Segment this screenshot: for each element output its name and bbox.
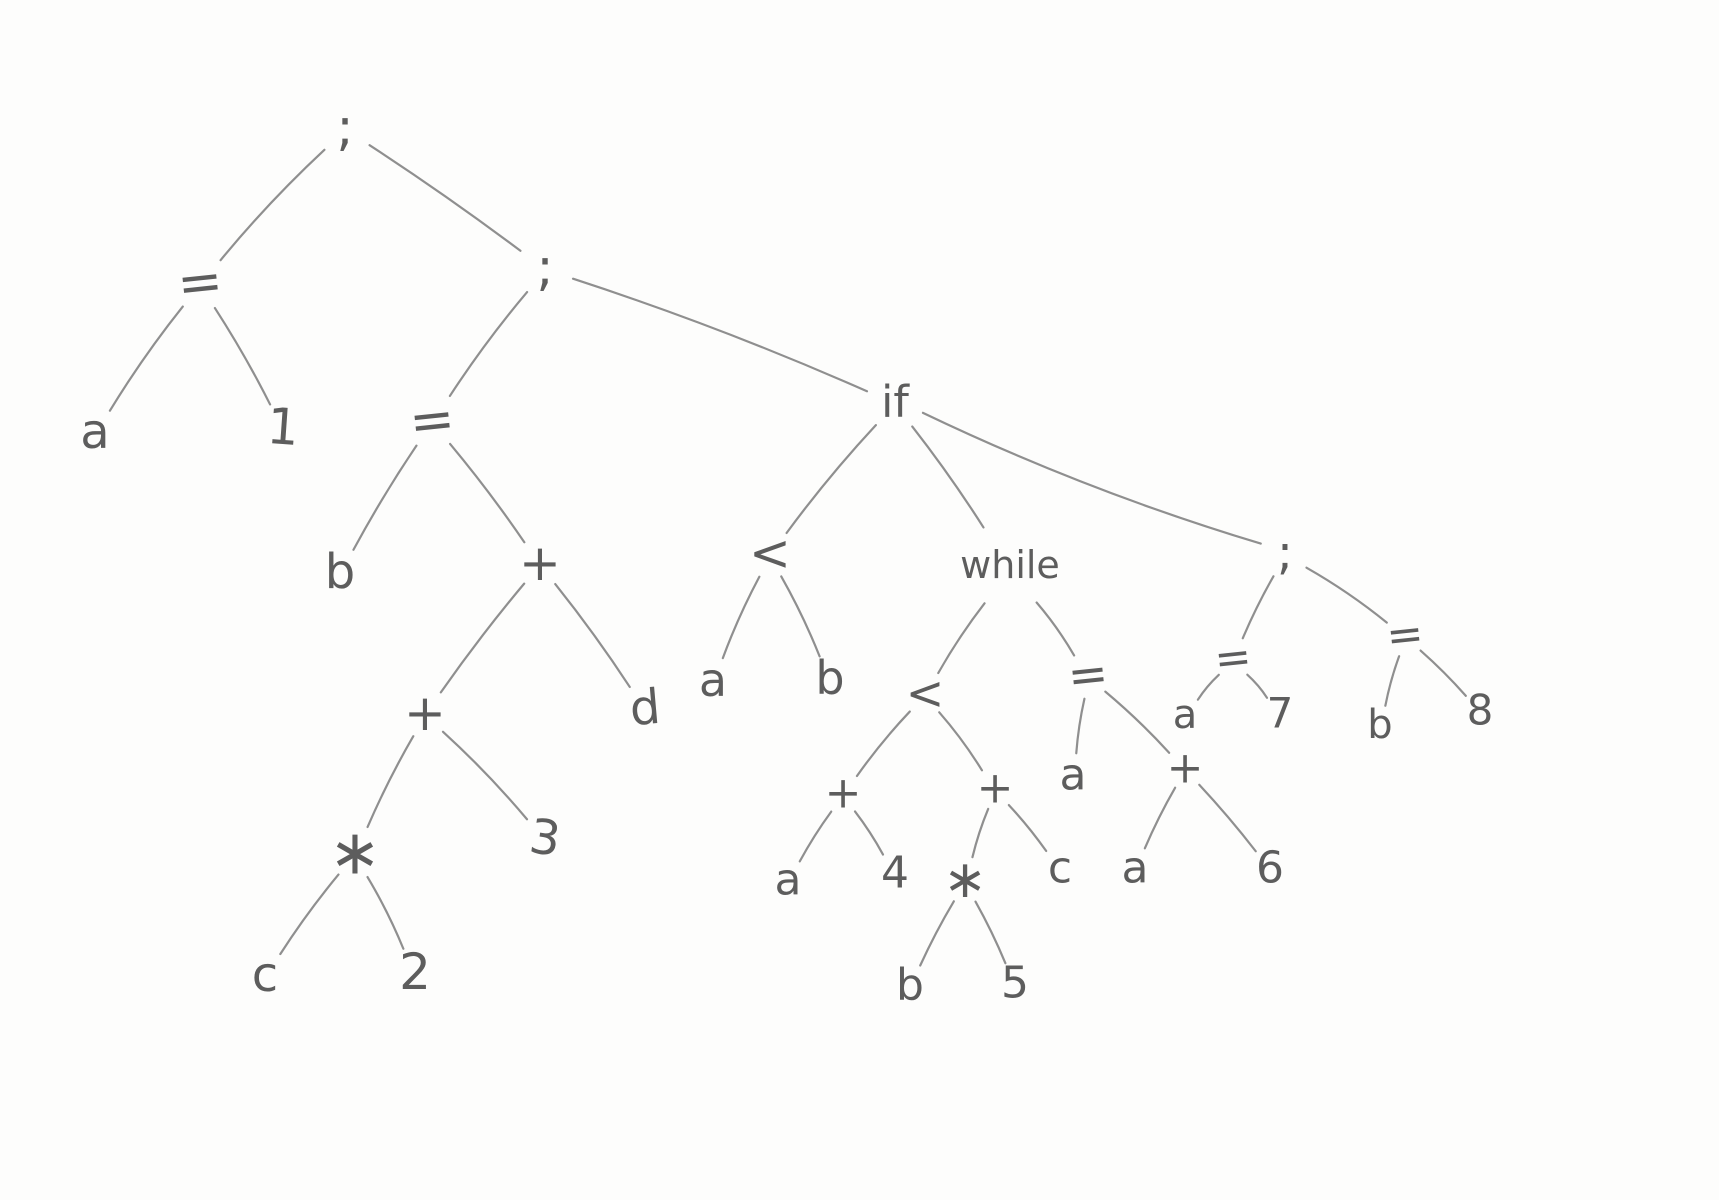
tree-edge-plus_outer-plus_inner <box>439 582 526 694</box>
tree-edge-semi_root-eq_a1 <box>219 148 326 262</box>
tree-edge-plus_outer-d_1 <box>554 582 631 689</box>
tree-node-seven: 7 <box>1267 689 1294 738</box>
tree-node-b_3: b <box>896 960 924 1011</box>
tree-node-star_2: ∗ <box>943 850 987 910</box>
tree-edge-plus_w-a_5 <box>1143 786 1177 850</box>
tree-edge-semi_root-semi_2 <box>368 144 522 252</box>
tree-node-plus_r: + <box>977 763 1014 814</box>
tree-edge-plus_inner-three <box>441 730 529 821</box>
tree-edge-eq_b-b_1 <box>352 444 418 551</box>
tree-edge-semi_2-if_1 <box>571 277 869 393</box>
tree-node-semi_3: ; <box>1277 525 1293 581</box>
tree-node-eq_w: = <box>1065 645 1111 705</box>
tree-edge-lt_1-a_2 <box>721 575 761 660</box>
tree-edge-plus_r-star_2 <box>971 807 990 859</box>
tree-edge-star_1-c_1 <box>279 873 340 956</box>
tree-node-plus_w: + <box>1167 743 1204 794</box>
tree-node-one: 1 <box>265 397 301 457</box>
tree-node-if_1: if <box>881 377 910 428</box>
tree-node-lt_1: < <box>749 524 791 582</box>
tree-edge-lt_2-plus_r <box>938 711 984 772</box>
tree-node-a_5: a <box>1122 843 1149 894</box>
tree-edge-semi_3-eq_e1 <box>1241 575 1275 640</box>
tree-node-lt_2: < <box>906 666 945 720</box>
tree-edge-plus_w-six <box>1198 783 1257 853</box>
tree-node-three: 3 <box>526 808 564 868</box>
tree-node-a_3: a <box>775 855 802 906</box>
tree-node-eight: 8 <box>1467 686 1494 735</box>
tree-edge-eq_e1-seven <box>1246 673 1269 699</box>
tree-edge-plus_r-c_2 <box>1007 803 1048 853</box>
tree-node-semi_2: ; <box>536 238 554 298</box>
tree-node-plus_l: + <box>825 768 862 819</box>
tree-node-star_1: ∗ <box>329 816 381 889</box>
tree-node-plus_outer: + <box>519 534 561 592</box>
tree-node-plus_inner: + <box>404 684 446 742</box>
tree-node-five: 5 <box>1001 958 1029 1009</box>
tree-edge-while_1-lt_2 <box>937 602 986 675</box>
tree-node-eq_e1: = <box>1212 631 1254 686</box>
tree-node-b_1: b <box>325 544 355 600</box>
tree-node-b_4: b <box>1367 702 1392 748</box>
tree-node-two: 2 <box>399 943 431 1001</box>
tree-node-while_1: while <box>960 543 1060 587</box>
tree-node-semi_root: ; <box>336 98 354 158</box>
tree-edge-eq_e2-b_4 <box>1384 655 1401 707</box>
tree-edge-lt_1-b_2 <box>780 575 821 658</box>
tree-node-four: 4 <box>881 848 909 899</box>
tree-node-a_4: a <box>1060 750 1087 801</box>
tree-node-eq_b: = <box>406 386 458 453</box>
tree-edge-plus_l-a_3 <box>798 810 833 863</box>
tree-node-a_6: a <box>1173 692 1198 738</box>
tree-node-six: 6 <box>1256 843 1284 894</box>
tree-edge-plus_inner-star_1 <box>366 735 415 829</box>
tree-edge-if_1-lt_1 <box>785 424 877 535</box>
tree-edge-plus_l-four <box>853 810 885 856</box>
tree-edge-semi_3-eq_e2 <box>1305 566 1388 624</box>
tree-node-c_1: c <box>252 947 278 1003</box>
tree-edge-if_1-semi_3 <box>921 411 1262 545</box>
tree-edge-eq_a1-a_1 <box>108 305 184 412</box>
tree-node-b_2: b <box>815 651 844 705</box>
tree-edge-semi_2-eq_b <box>448 290 529 398</box>
tree-edge-eq_w-a_4 <box>1075 697 1086 755</box>
tree-node-eq_e2: = <box>1384 608 1426 663</box>
tree-edge-star_2-five <box>974 900 1007 965</box>
tree-node-a_2: a <box>699 653 727 707</box>
tree-edge-if_1-while_1 <box>911 425 985 529</box>
tree-edge-eq_w-plus_w <box>1104 690 1171 754</box>
tree-edge-eq_b-plus_outer <box>448 442 526 544</box>
tree-node-c_2: c <box>1048 843 1072 894</box>
tree-edge-star_2-b_3 <box>919 900 955 967</box>
tree-edge-eq_a1-one <box>213 306 272 406</box>
tree-edge-eq_e1-a_6 <box>1196 673 1220 701</box>
tree-node-a_1: a <box>80 404 109 460</box>
tree-edge-lt_2-plus_l <box>855 710 911 778</box>
tree-node-d_1: d <box>627 679 662 737</box>
tree-node-eq_a1: = <box>174 248 226 315</box>
tree-edge-star_1-two <box>366 875 405 950</box>
tree-edge-while_1-eq_w <box>1035 601 1076 657</box>
tree-edge-eq_e2-eight <box>1419 649 1467 697</box>
